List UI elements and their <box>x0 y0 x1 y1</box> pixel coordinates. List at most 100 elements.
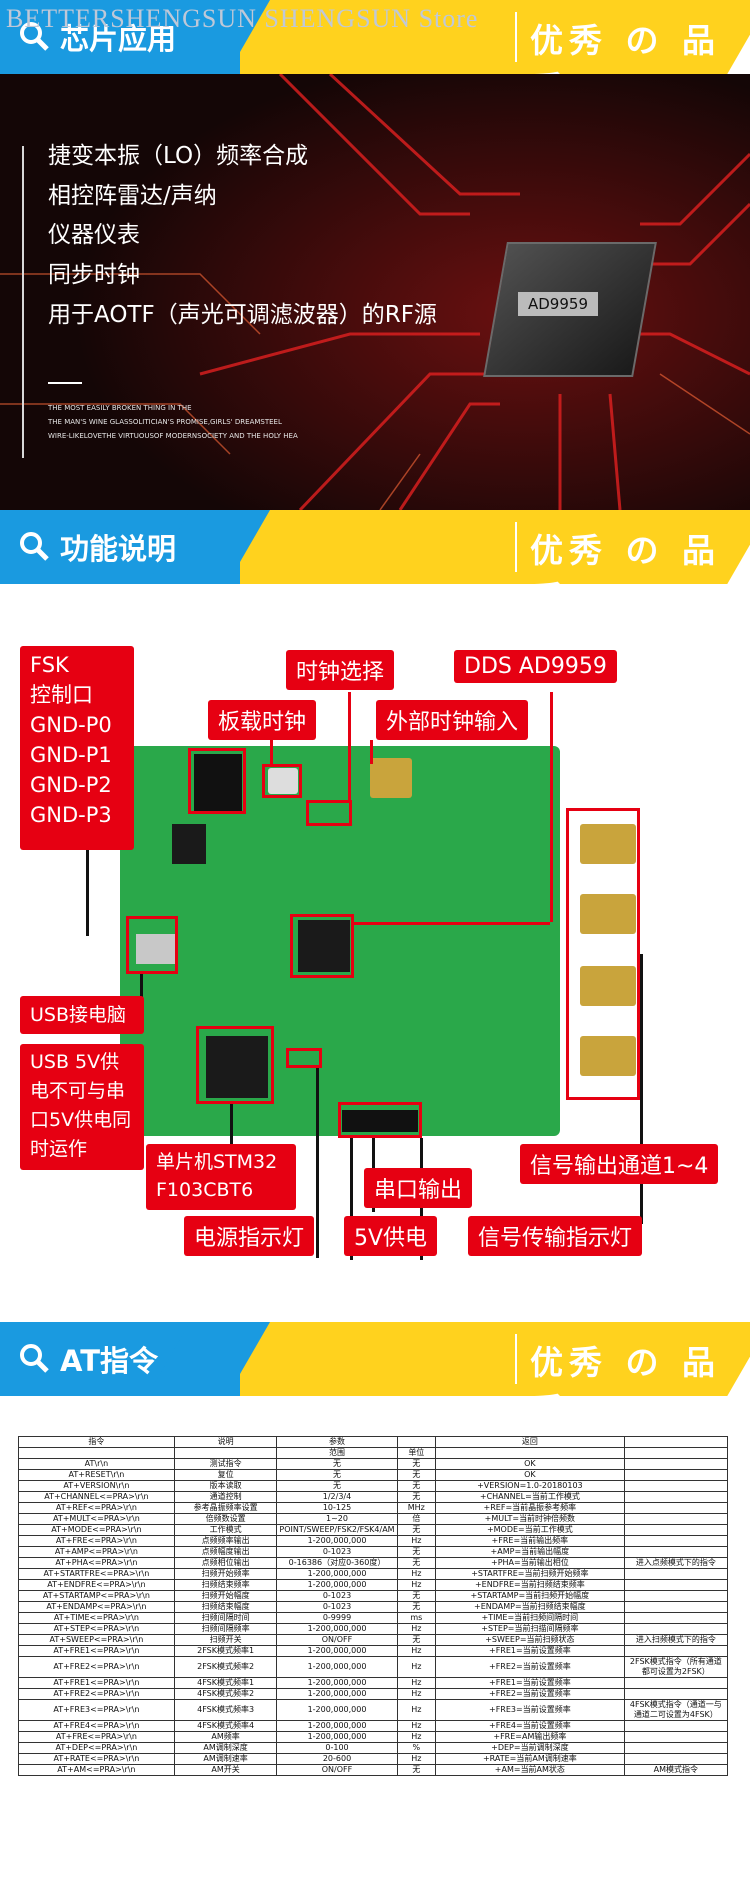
table-cell: 复位 <box>173 1469 278 1481</box>
table-cell: 测试指令 <box>173 1458 278 1470</box>
table-cell: 进入点频模式下的指令 <box>623 1557 729 1569</box>
table-cell: 2FSK模式频率1 <box>173 1645 278 1657</box>
table-header: 返回 <box>435 1436 625 1448</box>
power-led-label: 电源指示灯 <box>184 1216 315 1256</box>
table-cell: +RATE=当前AM调制速率 <box>435 1753 625 1765</box>
table-cell: OK <box>435 1458 625 1470</box>
table-cell: +STEP=当前扫描间隔频率 <box>435 1623 625 1635</box>
table-cell: 1-200,000,000 <box>276 1731 398 1743</box>
table-header: 说明 <box>173 1436 278 1448</box>
table-header-row: 指令 说明 参数 返回 <box>18 1436 729 1448</box>
table-cell: AT+SWEEP<=PRA>\r\n <box>18 1634 175 1646</box>
table-cell: +FRE=当前输出频率 <box>435 1535 625 1547</box>
search-icon <box>20 1344 49 1373</box>
table-cell: AT+FRE2<=PRA>\r\n <box>18 1656 175 1678</box>
table-cell: 无 <box>396 1764 437 1776</box>
table-cell: 1-200,000,000 <box>276 1623 398 1635</box>
search-icon <box>20 532 49 561</box>
table-cell: +PHA=当前输出相位 <box>435 1557 625 1569</box>
table-subheader-row: 范围 单位 <box>18 1447 729 1459</box>
table-cell: +VERSION=1.0-20180103 <box>435 1480 625 1492</box>
table-cell: 0-9999 <box>276 1612 398 1624</box>
table-cell: AT+VERSION\r\n <box>18 1480 175 1492</box>
table-cell: AT+DEP<=PRA>\r\n <box>18 1742 175 1754</box>
table-cell: POINT/SWEEP/FSK2/FSK4/AM <box>276 1524 398 1536</box>
table-cell: +MODE=当前工作模式 <box>435 1524 625 1536</box>
table-cell: AT+PHA<=PRA>\r\n <box>18 1557 175 1569</box>
table-cell: OK <box>435 1469 625 1481</box>
table-cell: 无 <box>396 1590 437 1602</box>
table-cell: 4FSK模式频率1 <box>173 1677 278 1689</box>
table-cell: 扫频间隔频率 <box>173 1623 278 1635</box>
table-cell: +ENDFRE=当前扫频结束频率 <box>435 1579 625 1591</box>
table-cell: AT+AMP<=PRA>\r\n <box>18 1546 175 1558</box>
table-cell: 无 <box>396 1546 437 1558</box>
table-cell <box>623 1480 729 1492</box>
table-header: 参数 <box>276 1436 398 1448</box>
table-cell: 无 <box>396 1469 437 1481</box>
hero-line-4: 同步时钟 <box>48 262 140 288</box>
table-cell: AT+FRE<=PRA>\r\n <box>18 1535 175 1547</box>
table-cell <box>623 1742 729 1754</box>
table-cell: AT+MULT<=PRA>\r\n <box>18 1513 175 1525</box>
table-cell <box>623 1731 729 1743</box>
table-cell: Hz <box>396 1720 437 1732</box>
table-cell: 20-600 <box>276 1753 398 1765</box>
table-cell <box>623 1612 729 1624</box>
table-cell: 0-100 <box>276 1742 398 1754</box>
table-cell: AT+STARTAMP<=PRA>\r\n <box>18 1590 175 1602</box>
table-cell: +FRE2=当前设置频率 <box>435 1688 625 1700</box>
table-cell <box>623 1469 729 1481</box>
table-cell: +ENDAMP=当前扫频结束幅度 <box>435 1601 625 1613</box>
table-cell: AM调制速率 <box>173 1753 278 1765</box>
table-cell: 无 <box>396 1480 437 1492</box>
table-header <box>623 1436 729 1448</box>
banner-at: AT指令 优秀 の 品质 <box>0 1322 750 1396</box>
table-cell: 1~20 <box>276 1513 398 1525</box>
out4-connector <box>580 1036 636 1076</box>
regulator <box>172 824 206 864</box>
table-cell: 1/2/3/4 <box>276 1491 398 1503</box>
table-cell: +REF=当前晶振参考频率 <box>435 1502 625 1514</box>
table-cell: 10-125 <box>276 1502 398 1514</box>
table-cell: 扫频间隔时间 <box>173 1612 278 1624</box>
table-cell: Hz <box>396 1731 437 1743</box>
fsk-header <box>194 754 242 812</box>
table-cell: 1-200,000,000 <box>276 1656 398 1678</box>
table-cell: 工作模式 <box>173 1524 278 1536</box>
table-cell <box>623 1579 729 1591</box>
table-cell: +AMP=当前输出幅度 <box>435 1546 625 1558</box>
table-cell: AT+REF<=PRA>\r\n <box>18 1502 175 1514</box>
table-cell: Hz <box>396 1535 437 1547</box>
store-watermark: BETTERSHENGSUN SHENGSUN Store <box>6 4 479 33</box>
hero-small-3: WIRE-LIKELOVETHE VIRTUOUSOF MODERNSOCIET… <box>48 432 298 440</box>
table-cell: 倍频数设置 <box>173 1513 278 1525</box>
table-cell: 4FSK模式频率2 <box>173 1688 278 1700</box>
table-cell <box>623 1720 729 1732</box>
table-cell: 倍 <box>396 1513 437 1525</box>
onboard-clock-label: 板载时钟 <box>208 700 317 740</box>
hero-small-1: THE MOST EASILY BROKEN THING IN THE <box>48 404 192 412</box>
table-subheader <box>18 1447 175 1459</box>
tx-led-label: 信号传输指示灯 <box>468 1216 643 1256</box>
dds-label: DDS AD9959 <box>454 650 617 683</box>
table-cell: 1-200,000,000 <box>276 1568 398 1580</box>
table-cell: 0-1023 <box>276 1590 398 1602</box>
table-cell: +FRE2=当前设置频率 <box>435 1656 625 1678</box>
